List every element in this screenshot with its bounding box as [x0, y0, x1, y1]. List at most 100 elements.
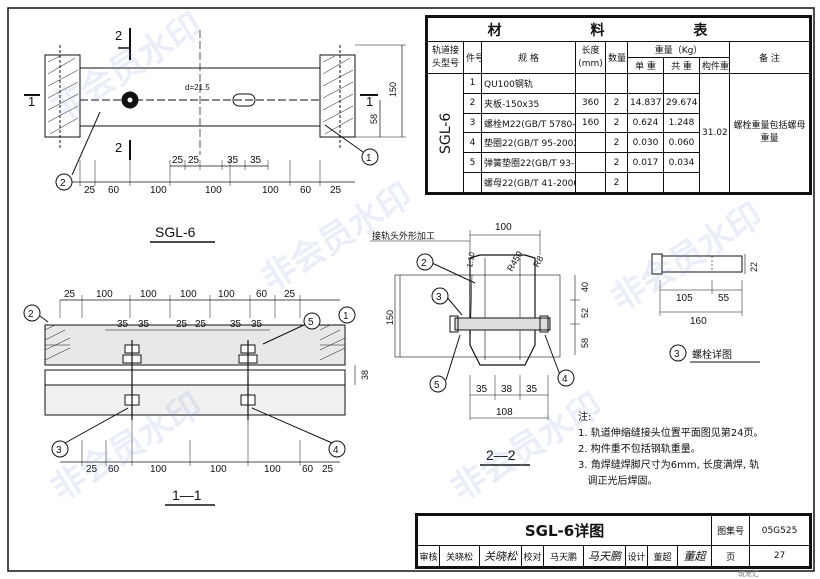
hdr-qty: 数量 — [605, 41, 628, 74]
row4-qty: 2 — [605, 132, 628, 154]
joint-type-value: SGL-6 — [427, 73, 464, 193]
s11-dim-t6: 25 — [284, 289, 296, 300]
s11-dim-t3: 100 — [180, 289, 197, 300]
title-block: SGL-6详图 图集号 05G525 审核 关晓松 关晓松 校对 马天鹏 马天鹏… — [415, 513, 812, 569]
s11-dim-i4: 35 — [230, 319, 242, 330]
check-label: 校对 — [521, 545, 544, 567]
row6-spec: 螺母22(GB/T 41-2000) — [481, 172, 576, 193]
designer-signature: 董超 — [676, 545, 713, 567]
plan-cut-2-bottom: 2 — [115, 140, 122, 155]
row6-unit — [627, 172, 664, 193]
row1-qty — [605, 73, 628, 94]
plan-dim-b5: 60 — [300, 185, 312, 196]
row1-no: 1 — [463, 73, 482, 94]
section-2-2 — [370, 230, 580, 420]
plan-view-label: SGL-6 — [155, 224, 196, 240]
designer-name: 董超 — [647, 545, 678, 567]
s11-dim-38: 38 — [360, 370, 370, 380]
note-2: 2. 构件重不包括钢轨重量。 — [578, 444, 701, 455]
row3-total: 1.248 — [663, 112, 700, 134]
row4-total: 0.060 — [663, 132, 700, 154]
note-1: 1. 轨道伸缩缝接头位置平面图见第24页。 — [578, 428, 764, 439]
drawing-title: SGL-6详图 — [416, 515, 713, 546]
plan-dim-i0: 25 — [172, 155, 184, 166]
notes-block: 注: 1. 轨道伸缩缝接头位置平面图见第24页。 2. 构件重不包括钢轨重量。 … — [578, 410, 763, 490]
plan-slot-label: d=21.5 — [185, 83, 210, 92]
s11-dim-b0: 25 — [86, 464, 98, 475]
hdr-spec: 规 格 — [481, 41, 576, 74]
s11-callout-2: 2 — [28, 309, 34, 320]
s11-dim-i0: 35 — [117, 319, 129, 330]
s22-r450: R450 — [505, 249, 524, 273]
footer-logo: 筑龙汇 — [738, 570, 759, 578]
row5-total: 0.034 — [663, 152, 700, 174]
s22-callout-3: 3 — [436, 292, 442, 303]
s22-r8: R8 — [531, 254, 545, 269]
plan-dim-b6: 25 — [330, 185, 342, 196]
bolt-dim-55: 55 — [718, 293, 730, 304]
remarks-value: 螺栓重量包括螺母重量 — [729, 73, 810, 193]
row2-no: 2 — [463, 92, 482, 114]
row2-unit: 14.837 — [627, 92, 664, 114]
s11-dim-t1: 100 — [96, 289, 113, 300]
s22-note-label: 接轨头外形加工 — [372, 230, 435, 241]
checker-signature: 马天鹏 — [583, 545, 626, 567]
row6-length — [575, 172, 606, 193]
plan-dim-b1: 60 — [108, 185, 120, 196]
plan-dim-b4: 100 — [262, 185, 279, 196]
plan-dim-58: 58 — [369, 114, 379, 124]
row4-spec: 垫圈22(GB/T 95-2002) — [481, 132, 576, 154]
hdr-unit-weight: 单 重 — [627, 57, 664, 74]
plan-cut-1-right: 1 — [366, 94, 373, 109]
note-3: 3. 角焊缝焊脚尺寸为6mm, 长度满焊, 轨 — [578, 460, 760, 471]
row1-unit — [627, 73, 664, 94]
plan-callouts — [55, 148, 379, 191]
s11-dim-i2: 25 — [176, 319, 188, 330]
s11-dim-b1: 60 — [108, 464, 120, 475]
row5-spec: 弹簧垫圈22(GB/T 93-1987) — [481, 152, 576, 174]
row2-total: 29.674 — [663, 92, 700, 114]
s22-slope: 1:10 — [465, 251, 477, 268]
hdr-remarks: 备 注 — [729, 41, 810, 74]
hdr-part-no: 件号 — [463, 41, 482, 74]
section-2-2-callouts — [416, 253, 575, 393]
s22-dim-58: 58 — [580, 338, 590, 348]
plan-dim-i1: 25 — [188, 155, 200, 166]
reviewer-signature: 关晓松 — [479, 545, 522, 567]
row6-no — [463, 172, 482, 193]
bolt-detail-label: 螺栓详图 — [692, 348, 732, 361]
atlas-no: 05G525 — [749, 515, 810, 546]
sheet-border — [7, 7, 815, 572]
row6-total — [663, 172, 700, 193]
checker-name: 马天鹏 — [543, 545, 584, 567]
s11-dim-b2: 100 — [150, 464, 167, 475]
row1-total — [663, 73, 700, 94]
row3-unit: 0.624 — [627, 112, 664, 134]
s22-callout-4: 4 — [562, 374, 568, 385]
plan-view — [24, 28, 406, 186]
page-number: 27 — [749, 545, 810, 567]
member-weight-value: 31.02 — [699, 73, 730, 193]
s11-dim-t5: 60 — [256, 289, 268, 300]
reviewer-name: 关晓松 — [439, 545, 480, 567]
row4-no: 4 — [463, 132, 482, 154]
table-title: 材 料 表 — [427, 17, 810, 42]
section-22-label: 2—2 — [486, 447, 516, 463]
row5-qty: 2 — [605, 152, 628, 174]
s11-dim-t0: 25 — [64, 289, 76, 300]
s11-dim-i5: 35 — [251, 319, 263, 330]
notes-title: 注: — [578, 412, 592, 423]
row5-length — [575, 152, 606, 174]
s11-callout-1: 1 — [343, 311, 349, 322]
bolt-dim-22: 22 — [749, 262, 759, 272]
page-label: 页 — [711, 545, 751, 567]
s11-callout-5: 5 — [308, 317, 314, 328]
row3-no: 3 — [463, 112, 482, 134]
plan-cut-1-left: 1 — [28, 94, 35, 109]
row6-qty: 2 — [605, 172, 628, 193]
bolt-callout: 3 — [674, 349, 680, 360]
row5-no: 5 — [463, 152, 482, 174]
s22-dim-108: 108 — [496, 407, 513, 418]
design-label: 设计 — [625, 545, 648, 567]
